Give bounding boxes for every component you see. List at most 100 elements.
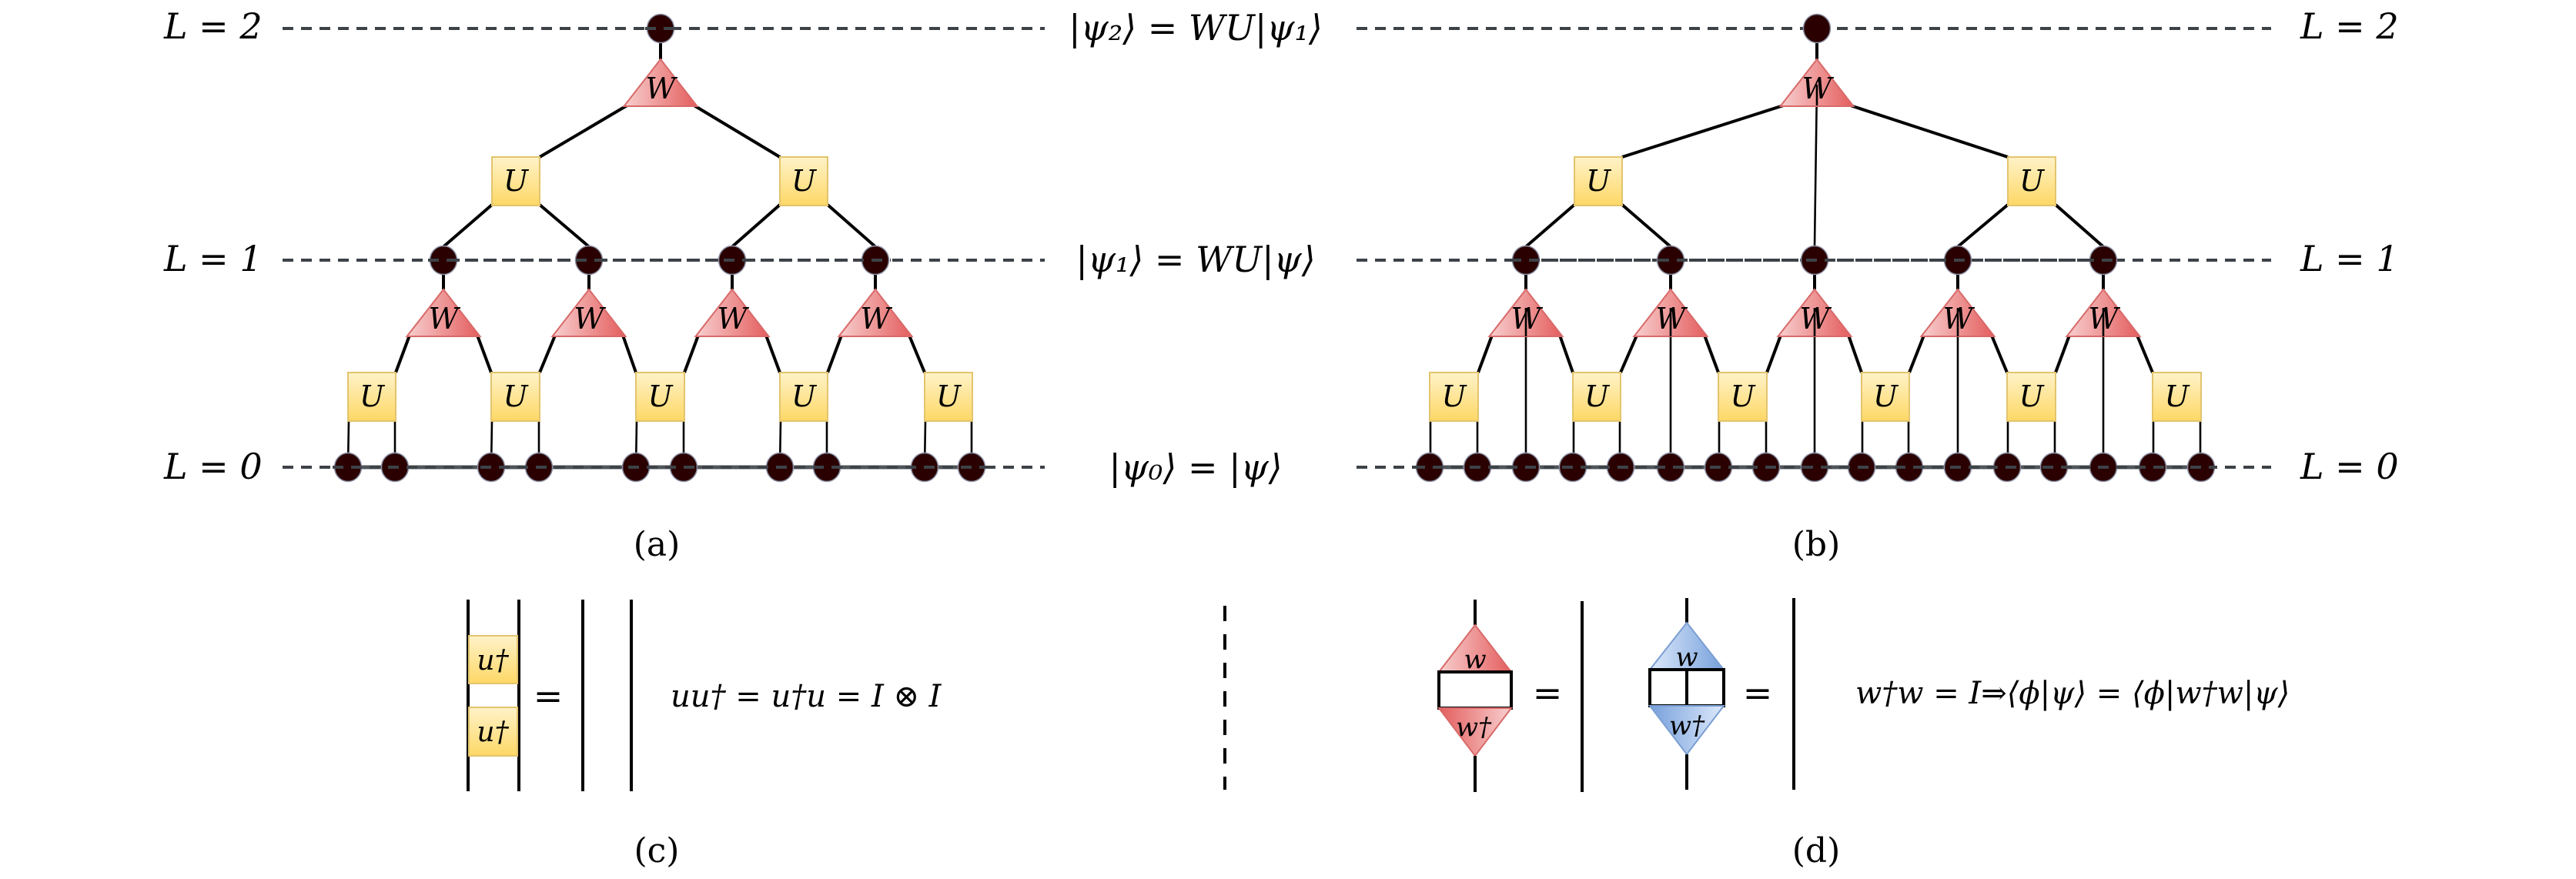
isometry-b-mid-label: W (2088, 302, 2120, 336)
isometry-a-mid-label: W (574, 302, 606, 336)
blue-w-dagger-label: w† (1669, 710, 1705, 741)
wire-b-w-u (2054, 336, 2071, 373)
disentangler-a-lower (779, 372, 828, 422)
disentangler-b-upper (1574, 156, 1623, 206)
isometry-b-mid-label: W (1799, 302, 1832, 336)
blue-w-label: w (1675, 642, 1698, 673)
disentangler-a-lower (347, 372, 396, 422)
equals-sign-d1: = (1533, 672, 1563, 714)
isometry-a-top-label: W (645, 72, 677, 105)
equation-psi1: |ψ₁⟩ = WU|ψ⟩ (1076, 239, 1315, 280)
isometry-b-top (1778, 58, 1855, 107)
disentangler-a-upper (779, 156, 828, 206)
red-w-dagger-label: w† (1456, 712, 1492, 743)
panel-d-isometry: w w† = w w† = w†w = I⇒⟨ϕ|ψ⟩ = ⟨ϕ|w†w|ψ⟩ (1437, 598, 2290, 792)
red-contraction-box (1437, 670, 1513, 710)
site-b-level2 (1802, 13, 1832, 44)
u-dagger-box-bottom (468, 707, 518, 757)
wire-b-w-u-left (1621, 104, 1785, 159)
wire-b-w-u (1765, 336, 1782, 373)
disentangler-a-lower-label: U (936, 379, 962, 413)
wire-a-u-site (442, 203, 493, 249)
caption-c: (c) (634, 831, 680, 871)
wire-a-w-u (683, 336, 700, 373)
wire-a-u-site (538, 203, 590, 249)
level-labels-left: L = 2 L = 1 L = 0 (163, 5, 263, 487)
wire-a-w-u (394, 336, 411, 373)
isometry-b-mid-label: W (1510, 302, 1543, 336)
disentangler-b-lower (1718, 372, 1768, 422)
disentangler-b-lower (1861, 372, 1910, 422)
blue-w-dagger-triangle (1648, 705, 1726, 756)
isometry-b-mid-label: W (1655, 302, 1688, 336)
level-equations: |ψ₂⟩ = WU|ψ₁⟩ |ψ₁⟩ = WU|ψ⟩ |ψ₀⟩ = |ψ⟩ (1069, 7, 1323, 488)
isometry-b-top-label: W (1802, 72, 1834, 105)
disentangler-b-upper (2007, 156, 2056, 206)
disentangler-b-lower-label: U (1873, 379, 1899, 413)
wire-b-w-u (1847, 336, 1863, 373)
equals-sign-c: = (534, 675, 564, 717)
isometry-a-mid-label: W (428, 302, 460, 336)
caption-b: (b) (1792, 525, 1841, 564)
unitarity-equation: uu† = u†u = I ⊗ I (671, 679, 942, 714)
level-label-a-2: L = 2 (163, 5, 263, 47)
wire-a-w-u (538, 336, 557, 373)
wire-a-w-u (476, 336, 493, 373)
disentangler-a-lower-label: U (647, 379, 674, 413)
level-label-b-2: L = 2 (2300, 5, 2399, 47)
disentangler-b-lower-label: U (1584, 379, 1611, 413)
wire-a-w-u-right (693, 104, 781, 159)
wire-b-w-u (1703, 336, 1720, 373)
u-dagger-label-top: u† (477, 645, 509, 677)
isometry-a-mid-label: W (717, 302, 749, 336)
wire-b-u-site (1956, 203, 2009, 249)
wire-a-w-u (826, 336, 843, 373)
disentangler-b-lower-label: U (1441, 379, 1467, 413)
caption-a: (a) (634, 525, 681, 564)
wire-b-w-u (1990, 336, 2009, 373)
wire-b-w-u (1558, 336, 1574, 373)
wire-a-u-site (826, 203, 877, 249)
disentangler-b-lower-label: U (2164, 379, 2190, 413)
wire-b-w-u (2136, 336, 2154, 373)
u-dagger-box-top (468, 635, 518, 684)
disentangler-a-lower (490, 372, 540, 422)
disentangler-b-upper-label: U (1586, 164, 1612, 198)
isometry-a-mid (405, 288, 482, 337)
disentangler-b-lower (1429, 372, 1479, 422)
isometry-a-mid-label: W (860, 302, 892, 336)
wire-b-w-u (1477, 336, 1494, 373)
disentangler-a-upper-label: U (791, 164, 818, 198)
disentangler-b-lower-label: U (1730, 379, 1756, 413)
disentangler-b-lower (2152, 372, 2202, 422)
disentangler-a-upper-label: U (503, 164, 530, 198)
isometry-b-mid-label: W (1942, 302, 1975, 336)
disentangler-a-lower-label: U (360, 379, 386, 413)
disentangler-a-lower-label: U (791, 379, 818, 413)
caption-d: (d) (1792, 831, 1841, 871)
wire-a-w-u-left (538, 104, 628, 159)
isometry-equation: w†w = I⇒⟨ϕ|ψ⟩ = ⟨ϕ|w†w|ψ⟩ (1855, 676, 2290, 711)
disentangler-a-upper (491, 156, 540, 206)
level-label-a-1: L = 1 (163, 238, 263, 279)
disentangler-b-lower-label: U (2019, 379, 2045, 413)
disentangler-a-lower (924, 372, 973, 422)
red-w-label: w (1464, 644, 1486, 675)
wire-b-u-site (1524, 203, 1576, 249)
isometry-a-mid (837, 288, 914, 337)
isometry-a-top (622, 58, 699, 107)
isometry-a-mid (550, 288, 627, 337)
level-labels-right: L = 2 L = 1 L = 0 (2300, 5, 2399, 487)
wire-b-w-center (1813, 84, 1818, 247)
isometry-a-mid (694, 288, 771, 337)
red-w-dagger-triangle (1437, 707, 1514, 757)
disentangler-b-lower (1572, 372, 1621, 422)
wire-b-w-u (1619, 336, 1638, 373)
wire-b-u-site (2054, 203, 2105, 249)
wire-a-w-u (764, 336, 781, 373)
wire-b-u-site (1621, 203, 1672, 249)
wire-a-w-u (908, 336, 926, 373)
